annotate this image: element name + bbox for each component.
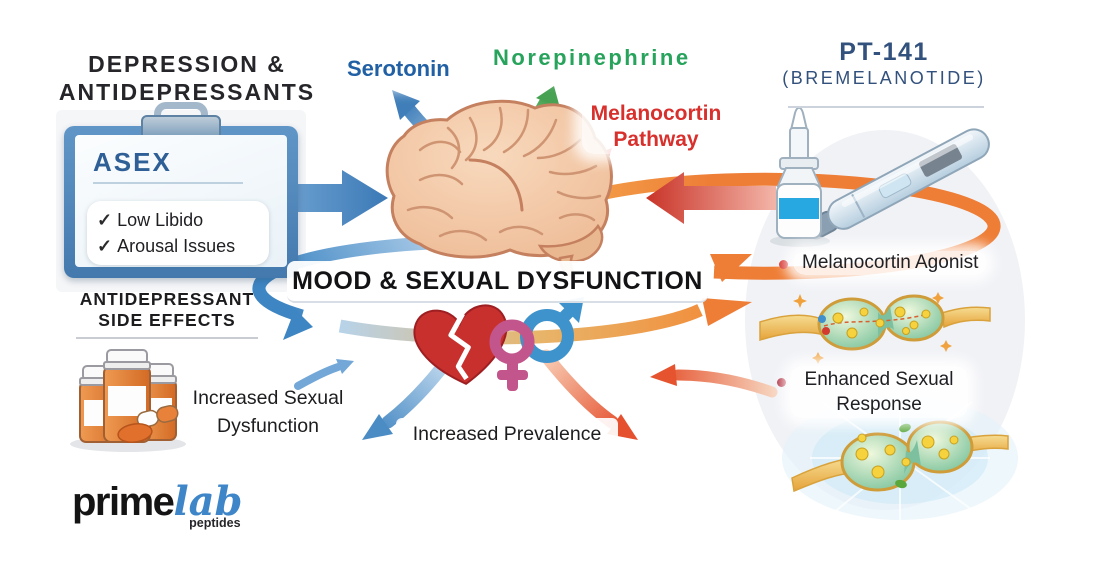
arrow-enhanced-to-heart (650, 364, 778, 398)
pt141-title: PT-141 (839, 38, 929, 66)
male-symbol-icon (520, 297, 584, 363)
synapse-illustration-2 (782, 392, 1018, 524)
brain-illustration (385, 99, 613, 280)
mood-title: MOOD & SEXUAL DYSFUNCTION (287, 261, 708, 303)
asex-heading: ASEX (93, 147, 172, 177)
capsule-pill-icon (136, 404, 179, 428)
arrowhead-to-synapse (702, 298, 752, 326)
depression-title: DEPRESSION & ANTIDEPRESSANTS (59, 50, 315, 106)
bullet-melanocortin-agonist: Melanocortin Agonist (793, 251, 988, 275)
melanocortin-label: Melanocortin Pathway (581, 100, 731, 154)
logo-tagline: peptides (189, 516, 241, 530)
pill-bottles-illustration (70, 349, 186, 452)
injection-pen-illustration (805, 128, 990, 240)
oval-pill-icon (117, 423, 153, 443)
bullet-dot-icon (777, 378, 786, 387)
side-effects-line2: SIDE EFFECTS (98, 310, 236, 330)
logo-prime-text: prime (72, 480, 175, 524)
melanocortin-line2: Pathway (613, 128, 699, 151)
arrow-pills-to-heart (294, 359, 354, 390)
clipboard-page: ASEX ✓Low Libido ✓Arousal Issues (75, 135, 287, 267)
side-effects-line1: ANTIDEPRESSANT (79, 289, 255, 309)
arrowhead-to-side-effects (283, 309, 313, 340)
broken-heart-icon (413, 304, 508, 385)
pt141-divider (788, 106, 984, 108)
check-item-label: Arousal Issues (117, 236, 236, 256)
arrow-clipboard-to-brain (280, 170, 388, 226)
norepinephrine-label: Norepinephrine (484, 44, 700, 72)
enhanced-line2: Response (836, 394, 922, 415)
depression-title-line2: ANTIDEPRESSANTS (58, 79, 316, 105)
asex-checklist: ✓Low Libido ✓Arousal Issues (87, 201, 269, 265)
logo-lab-text: lab (173, 478, 243, 525)
heart-gender-illustration (413, 297, 584, 391)
check-icon: ✓ (97, 236, 113, 256)
dysfunction-label: Increased Sexual Dysfunction (193, 384, 344, 440)
nasal-spray-illustration (770, 106, 830, 247)
check-item-arousal-issues: ✓Arousal Issues (97, 233, 265, 259)
dysfunction-line1: Increased Sexual (192, 387, 344, 409)
check-icon: ✓ (97, 210, 113, 230)
side-effects-heading: ANTIDEPRESSANT SIDE EFFECTS (80, 289, 254, 331)
arrow-pt141-to-brain (646, 172, 776, 224)
sparkle-icons (793, 292, 952, 364)
primelab-logo: primelab peptides (72, 478, 243, 530)
arrowhead-to-pt141 (710, 254, 752, 282)
serotonin-label: Serotonin (338, 55, 459, 83)
clipboard-illustration: ASEX ✓Low Libido ✓Arousal Issues (64, 102, 298, 278)
check-item-label: Low Libido (117, 210, 204, 230)
synapse-illustration-1 (759, 292, 991, 364)
check-item-low-libido: ✓Low Libido (97, 207, 265, 233)
pt141-subtitle: (BREMELANOTIDE) (782, 68, 986, 88)
bullet-dot-icon (779, 260, 788, 269)
prevalence-label: Increased Prevalence (396, 418, 618, 451)
asex-divider (93, 182, 243, 184)
depression-title-line1: DEPRESSION & (88, 51, 286, 77)
side-effects-divider (76, 337, 258, 339)
bullet-enhanced-sexual-response: Enhanced Sexual Response (790, 366, 968, 418)
enhanced-line1: Enhanced Sexual (804, 369, 954, 390)
dysfunction-line2: Dysfunction (217, 415, 319, 437)
melanocortin-line1: Melanocortin (590, 102, 722, 125)
female-symbol-icon (489, 319, 535, 391)
